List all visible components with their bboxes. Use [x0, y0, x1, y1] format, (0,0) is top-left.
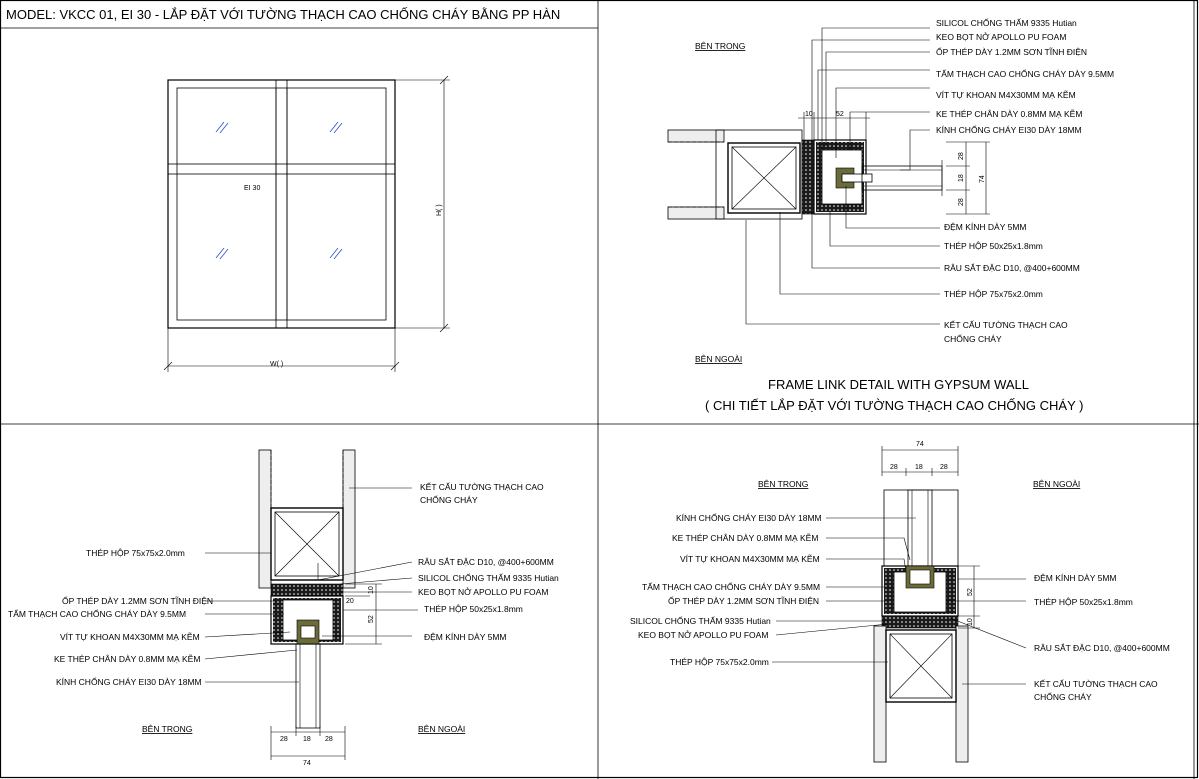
top-label-tube-big: THÉP HỘP 75x75x2.0mm [670, 657, 769, 667]
bottom-label-wall-2: CHỐNG CHÁY [420, 494, 478, 505]
top-dim-28a: 28 [890, 464, 898, 471]
plan-label-wall-2: CHỐNG CHÁY [944, 333, 1002, 344]
plan-dim-18: 18 [958, 174, 965, 182]
bottom-label-gasket: ĐỆM KÍNH DÀY 5MM [424, 632, 507, 642]
width-label: W( ) [270, 361, 283, 368]
bottom-outside-label: BÊN NGOÀI [418, 724, 465, 734]
top-inside-label: BÊN TRONG [758, 479, 808, 489]
top-label-tube-small: THÉP HỘP 50x25x1.8mm [1034, 597, 1133, 607]
top-label-board: TẤM THẠCH CAO CHỐNG CHÁY DÀY 9.5MM [642, 581, 820, 592]
bottom-dim-10: 10 [368, 586, 375, 594]
bottom-dim-28b: 28 [325, 736, 333, 743]
plan-label-silicone: SILICOL CHỐNG THẤM 9335 Hutian [936, 17, 1077, 28]
bottom-dim-52: 52 [368, 615, 375, 623]
top-label-foam: KEO BỌT NỞ APOLLO PU FOAM [638, 629, 768, 640]
plan-dim-10: 10 [805, 111, 813, 118]
top-dim-10: 10 [967, 618, 974, 626]
plan-label-board: TẤM THẠCH CAO CHỐNG CHÁY DÀY 9.5MM [936, 68, 1114, 79]
plan-subtitle: ( CHI TIẾT LẮP ĐẶT VỚI TƯỜNG THẠCH CAO C… [705, 398, 1083, 413]
plan-label-foam: KEO BỌT NỞ APOLLO PU FOAM [936, 31, 1066, 42]
top-dim-28b: 28 [940, 464, 948, 471]
plan-label-cover: ỐP THÉP DÀY 1.2MM SƠN TĨNH ĐIỆN [936, 46, 1087, 57]
plan-detail-drawing [667, 27, 990, 325]
bottom-label-anchor: RÂU SẮT ĐẶC D10, @400+600MM [418, 557, 554, 567]
bottom-dim-74: 74 [303, 760, 311, 767]
top-label-cover: ỐP THÉP DÀY 1.2MM SƠN TĨNH ĐIỆN [668, 595, 819, 606]
plan-title: FRAME LINK DETAIL WITH GYPSUM WALL [768, 377, 1029, 392]
plan-label-tube-small: THÉP HỘP 50x25x1.8mm [944, 241, 1043, 251]
plan-label-wall-1: KẾT CẤU TƯỜNG THẠCH CAO [944, 320, 1068, 330]
window-elevation [163, 75, 450, 372]
top-dim-18: 18 [915, 464, 923, 471]
bottom-dim-28a: 28 [280, 736, 288, 743]
bottom-label-foam: KEO BỌT NỞ APOLLO PU FOAM [418, 586, 548, 597]
plan-inside-label: BÊN TRONG [695, 41, 745, 51]
bottom-label-screw: VÍT TỰ KHOAN M4X30MM MẠ KẼM [60, 632, 200, 642]
plan-label-glass: KÍNH CHỐNG CHÁY EI30 DÀY 18MM [936, 124, 1082, 135]
bottom-dim-20: 20 [346, 598, 354, 605]
bottom-label-wall-1: KẾT CẤU TƯỜNG THẠCH CAO [420, 482, 544, 492]
bottom-dim-18: 18 [303, 736, 311, 743]
top-dim-52: 52 [967, 588, 974, 596]
plan-label-screw: VÍT TỰ KHOAN M4X30MM MẠ KẼM [936, 90, 1076, 100]
bottom-label-tube-small: THÉP HỘP 50x25x1.8mm [424, 604, 523, 614]
sheet-title: MODEL: VKCC 01, EI 30 - LẮP ĐẶT VỚI TƯỜN… [6, 7, 560, 22]
plan-label-clip: KE THÉP CHÂN DÀY 0.8MM MẠ KẼM [936, 109, 1082, 119]
height-label: H( ) [436, 204, 443, 216]
bottom-label-glass: KÍNH CHỐNG CHÁY EI30 DÀY 18MM [56, 676, 202, 687]
top-label-silicone: SILICOL CHỐNG THẤM 9335 Hutian [630, 615, 771, 626]
bottom-label-tube-big: THÉP HỘP 75x75x2.0mm [86, 548, 185, 558]
plan-dim-28b: 28 [958, 198, 965, 206]
bottom-label-clip: KE THÉP CHÂN DÀY 0.8MM MẠ KẼM [54, 654, 200, 664]
top-label-wall-2: CHỐNG CHÁY [1034, 691, 1092, 702]
bottom-label-silicone: SILICOL CHỐNG THẤM 9335 Hutian [418, 572, 559, 583]
top-detail-drawing [772, 446, 1027, 763]
top-outside-label: BÊN NGOÀI [1033, 479, 1080, 489]
plan-outside-label: BÊN NGOÀI [695, 354, 742, 364]
bottom-label-board: TẤM THẠCH CAO CHỐNG CHÁY DÀY 9.5MM [8, 608, 186, 619]
plan-dim-74: 74 [979, 175, 986, 183]
bottom-label-cover: ỐP THÉP DÀY 1.2MM SƠN TĨNH ĐIỆN [62, 595, 213, 606]
plan-label-anchor: RÂU SẮT ĐẶC D10, @400+600MM [944, 263, 1080, 273]
top-dim-74: 74 [916, 441, 924, 448]
bottom-inside-label: BÊN TRONG [142, 724, 192, 734]
panel-rating-label: EI 30 [244, 185, 260, 192]
plan-label-tube-big: THÉP HỘP 75x75x2.0mm [944, 289, 1043, 299]
plan-dim-28a: 28 [958, 152, 965, 160]
top-label-gasket: ĐỆM KÍNH DÀY 5MM [1034, 573, 1117, 583]
top-label-screw: VÍT TỰ KHOAN M4X30MM MẠ KẼM [680, 554, 820, 564]
plan-dim-52: 52 [836, 111, 844, 118]
plan-label-gasket: ĐỆM KÍNH DÀY 5MM [944, 222, 1027, 232]
top-label-wall-1: KẾT CẤU TƯỜNG THẠCH CAO [1034, 679, 1158, 689]
top-label-glass: KÍNH CHỐNG CHÁY EI30 DÀY 18MM [676, 512, 822, 523]
top-label-clip: KE THÉP CHÂN DÀY 0.8MM MẠ KẼM [672, 533, 818, 543]
top-label-anchor: RÂU SẮT ĐẶC D10, @400+600MM [1034, 643, 1170, 653]
bottom-detail-drawing [204, 449, 418, 760]
